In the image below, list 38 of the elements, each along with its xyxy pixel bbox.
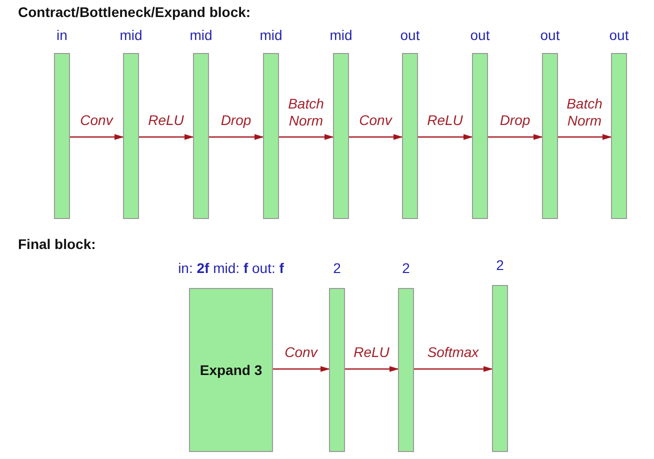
arrow xyxy=(349,134,403,140)
channel-count-label: 2 xyxy=(333,260,341,276)
edge-label: ReLU xyxy=(147,112,185,129)
channel-count-label: mid xyxy=(260,27,282,43)
channel-count-label: out xyxy=(470,27,490,43)
arrow xyxy=(70,134,124,140)
channel-count-label: out xyxy=(609,27,629,43)
edge-label: Drop xyxy=(220,112,252,129)
arrow xyxy=(273,366,330,372)
channel-count-label: mid xyxy=(120,27,142,43)
channel-count-label: out xyxy=(540,27,560,43)
edge-label: Batch Norm xyxy=(287,95,325,129)
arrow xyxy=(418,134,473,140)
arrow xyxy=(279,134,334,140)
edge-label: ReLU xyxy=(352,344,390,361)
section-heading: Contract/Bottleneck/Expand block: xyxy=(18,4,251,20)
channel-count-label: mid xyxy=(330,27,352,43)
edge-label: Batch Norm xyxy=(566,95,604,129)
edge-label: Conv xyxy=(284,344,319,361)
edge-label: ReLU xyxy=(426,112,464,129)
channel-count-label: 2 xyxy=(402,260,410,276)
arrow xyxy=(488,134,543,140)
arrow xyxy=(414,366,493,372)
channel-count-label: out xyxy=(400,27,420,43)
channel-count-label: mid xyxy=(190,27,212,43)
arrow xyxy=(345,366,399,372)
section-heading: Final block: xyxy=(18,236,96,252)
edge-label: Conv xyxy=(79,112,114,129)
edge-label: Drop xyxy=(498,112,532,129)
edge-label: Softmax xyxy=(426,344,480,361)
block-box: Expand 3 xyxy=(189,288,273,452)
channel-count-label: in xyxy=(56,27,68,43)
arrow xyxy=(209,134,264,140)
channel-count-label: 2 xyxy=(496,257,504,273)
arrow xyxy=(558,134,612,140)
arrow xyxy=(139,134,194,140)
channel-count-label: in: 2f mid: f out: f xyxy=(178,260,284,276)
edge-label: Conv xyxy=(358,112,394,129)
